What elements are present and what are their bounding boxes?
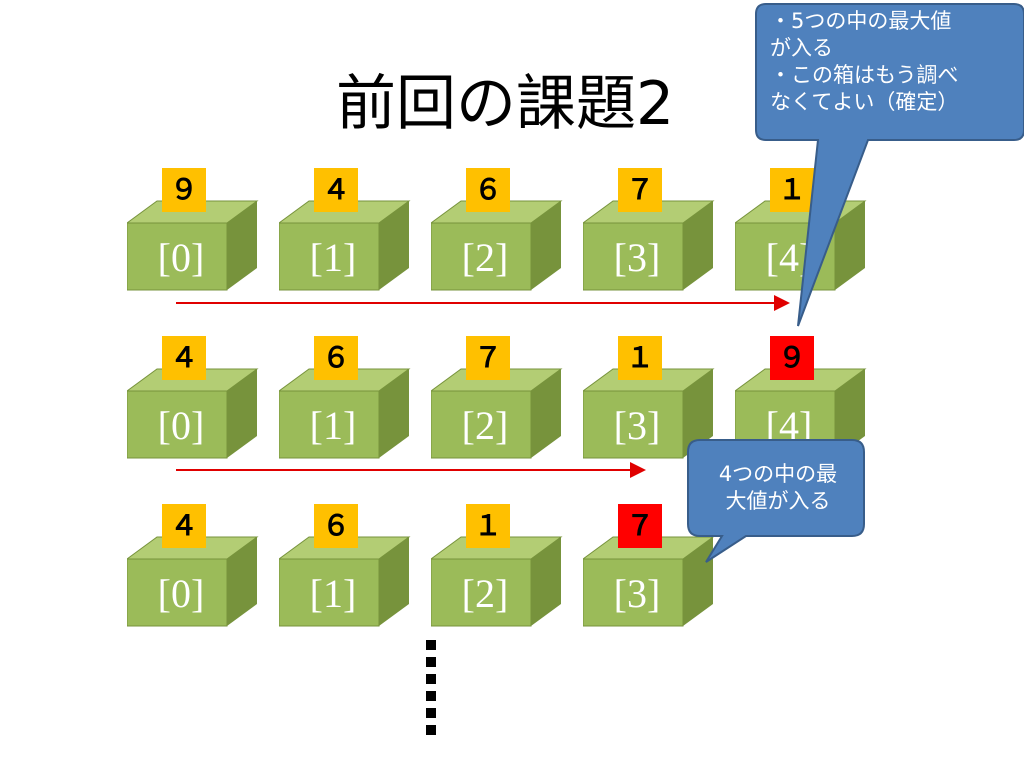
callout-mid-line: 大値が入る — [725, 489, 831, 513]
index-label: [2] — [461, 235, 509, 280]
array-box: ７ [3] — [583, 168, 723, 291]
box-shape — [127, 536, 259, 627]
callout-top-line: なくてよい（確定） — [770, 90, 959, 114]
array-box: ９ [4] — [735, 336, 875, 459]
index-label: [0] — [157, 571, 205, 616]
array-box: ９ [0] — [127, 168, 267, 291]
index-label: [2] — [461, 403, 509, 448]
value-tag: １ — [770, 168, 814, 212]
box-shape — [583, 200, 715, 291]
pass-arrow-2 — [176, 462, 646, 478]
box-shape — [279, 536, 411, 627]
array-box: ７ [3] — [583, 504, 723, 627]
index-label: [0] — [157, 235, 205, 280]
value-tag: ６ — [314, 336, 358, 380]
box-shape — [431, 536, 563, 627]
array-box: ４ [0] — [127, 336, 267, 459]
array-box: ６ [2] — [431, 168, 571, 291]
dot — [426, 691, 436, 701]
value-tag: ９ — [162, 168, 206, 212]
value-tag: ４ — [314, 168, 358, 212]
dot — [426, 674, 436, 684]
callout-top-line: ・5つの中の最大値 — [770, 9, 952, 33]
value-tag-fixed: ７ — [618, 504, 662, 548]
page-title: 前回の課題2 — [336, 69, 675, 139]
array-box: １ [2] — [431, 504, 571, 627]
box-shape — [431, 200, 563, 291]
callout-top: ・5つの中の最大値 が入る ・この箱はもう調べ なくてよい（確定） — [770, 8, 1020, 116]
callout-mid: 4つの中の最 大値が入る — [696, 461, 860, 515]
continuation-dots — [426, 640, 436, 742]
dot — [426, 708, 436, 718]
dot — [426, 640, 436, 650]
callout-top-line: が入る — [770, 36, 833, 60]
array-box: ７ [2] — [431, 336, 571, 459]
box-shape — [127, 368, 259, 459]
value-tag: １ — [618, 336, 662, 380]
array-box: １ [4] — [735, 168, 875, 291]
index-label: [3] — [613, 235, 661, 280]
array-box: ６ [1] — [279, 504, 419, 627]
arrow-head-icon — [774, 295, 790, 311]
value-tag: ６ — [466, 168, 510, 212]
value-tag: ７ — [466, 336, 510, 380]
index-label: [3] — [613, 403, 661, 448]
array-box: １ [3] — [583, 336, 723, 459]
index-label: [4] — [765, 403, 813, 448]
index-label: [3] — [613, 571, 661, 616]
index-label: [1] — [309, 403, 357, 448]
value-tag: ７ — [618, 168, 662, 212]
dot — [426, 657, 436, 667]
box-shape — [279, 368, 411, 459]
callout-mid-line: 4つの中の最 — [718, 462, 838, 486]
callout-top-line: ・この箱はもう調べ — [770, 63, 959, 87]
array-box: ６ [1] — [279, 336, 419, 459]
box-shape — [279, 200, 411, 291]
value-tag: １ — [466, 504, 510, 548]
index-label: [1] — [309, 571, 357, 616]
value-tag-fixed: ９ — [770, 336, 814, 380]
value-tag: ４ — [162, 504, 206, 548]
index-label: [4] — [765, 235, 813, 280]
index-label: [2] — [461, 571, 509, 616]
pass-arrow-1 — [176, 295, 790, 311]
dot — [426, 725, 436, 735]
index-label: [1] — [309, 235, 357, 280]
box-shape — [431, 368, 563, 459]
array-box: ４ [1] — [279, 168, 419, 291]
value-tag: ６ — [314, 504, 358, 548]
array-box: ４ [0] — [127, 504, 267, 627]
arrow-head-icon — [630, 462, 646, 478]
value-tag: ４ — [162, 336, 206, 380]
box-shape — [583, 368, 715, 459]
box-shape — [127, 200, 259, 291]
index-label: [0] — [157, 403, 205, 448]
